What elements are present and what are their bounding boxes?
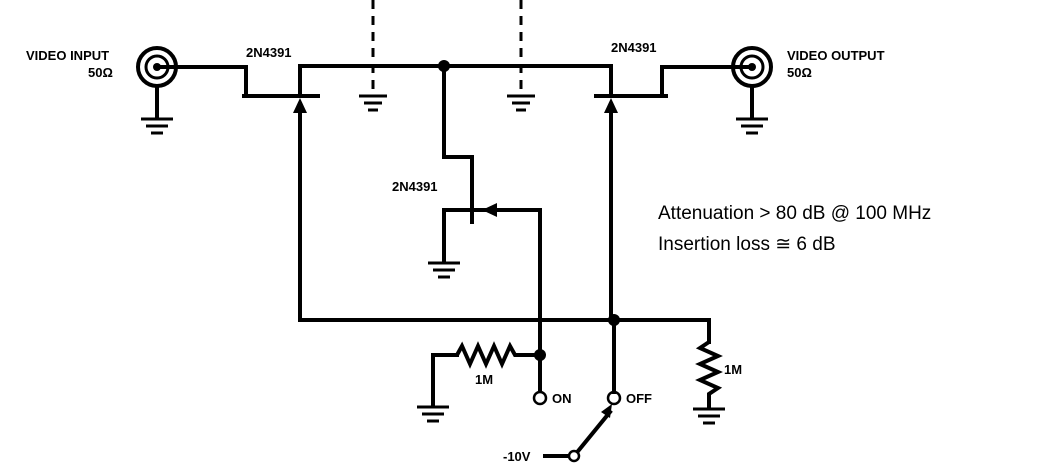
switch-arm <box>543 404 613 463</box>
q3-jfet <box>442 64 542 357</box>
attenuation-note: Attenuation > 80 dB @ 100 MHz <box>658 203 931 224</box>
insertion-loss-note: Insertion loss ≅ 6 dB <box>658 234 836 255</box>
q3-ground-symbol <box>428 261 460 279</box>
switch-on-terminal <box>532 390 548 406</box>
supply-label: -10V <box>503 449 531 464</box>
input-wire <box>155 65 302 98</box>
switch-on-label: ON <box>552 391 572 406</box>
q2-part-label: 2N4391 <box>611 40 657 55</box>
shield-ground-right <box>507 94 535 112</box>
video-input-label: VIDEO INPUT <box>26 48 109 63</box>
shield-ground-left <box>359 94 387 112</box>
output-ground-symbol <box>736 84 768 135</box>
r1-ground-symbol <box>417 405 449 423</box>
video-output-impedance: 50Ω <box>787 65 812 80</box>
r2-resistor <box>695 340 723 408</box>
switch-off-label: OFF <box>626 391 652 406</box>
r1-value-label: 1M <box>475 372 493 387</box>
input-ground-symbol <box>141 84 173 135</box>
q1-jfet <box>242 64 320 322</box>
q2-jfet <box>594 64 668 320</box>
r2-ground-symbol <box>693 407 725 425</box>
video-output-label: VIDEO OUTPUT <box>787 48 885 63</box>
video-input-impedance: 50Ω <box>88 65 113 80</box>
r2-value-label: 1M <box>724 362 742 377</box>
gate-bus <box>298 318 711 344</box>
output-wire <box>609 65 754 98</box>
r1-resistor <box>431 341 540 408</box>
q1-part-label: 2N4391 <box>246 45 292 60</box>
q3-part-label: 2N4391 <box>392 179 438 194</box>
shield-dashed-lines <box>371 0 523 95</box>
